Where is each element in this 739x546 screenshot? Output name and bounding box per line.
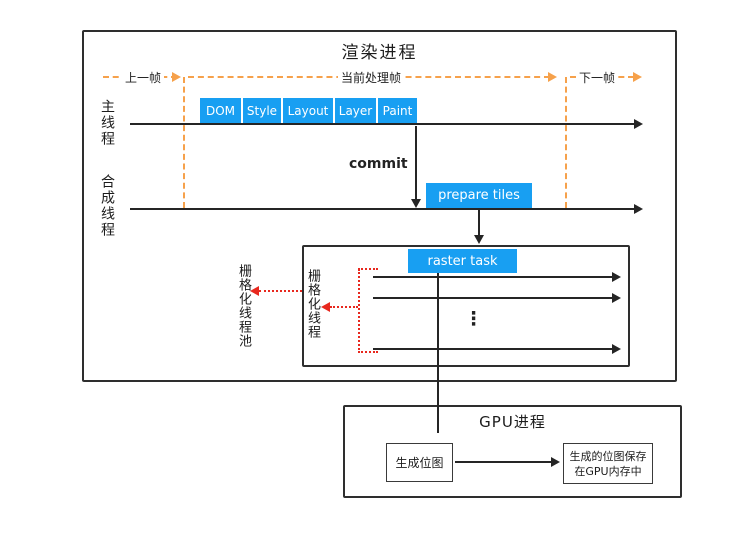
raster-thread-line-2 — [373, 297, 613, 299]
next-frame-arrowhead-icon — [633, 72, 642, 82]
prev-frame-arrowhead-icon — [172, 72, 181, 82]
raster-task-box: raster task — [408, 249, 517, 273]
raster-thread-line-2-arrowhead-icon — [612, 293, 621, 303]
main-thread-timeline — [130, 123, 635, 125]
generate-bitmap-label: 生成位图 — [395, 456, 444, 470]
current-frame-right-boundary — [565, 77, 567, 208]
raster-bracket-to-thread-arrowhead-icon — [321, 302, 330, 312]
raster-bracket-bottom-nub — [358, 351, 378, 353]
current-frame-label: 当前处理帧 — [338, 69, 405, 86]
bitmap-saved-label-line1: 生成的位图保存 — [569, 449, 647, 463]
prepare-tiles-box: prepare tiles — [426, 183, 532, 208]
thread-to-pool-arrowhead-icon — [250, 286, 259, 296]
commit-arrow-line — [415, 126, 417, 200]
pipeline-stage-style: Style — [243, 98, 281, 124]
compositor-thread-timeline — [130, 208, 635, 210]
raster-thread-line-3 — [373, 348, 613, 350]
bitmap-saved-label-line2: 在GPU内存中 — [574, 464, 642, 478]
commit-label: commit — [346, 156, 411, 172]
render-process-title: 渲染进程 — [341, 43, 418, 63]
pipeline-stage-layout: Layout — [283, 98, 333, 124]
current-frame-left-boundary — [183, 77, 185, 208]
raster-pool-label: 栅格化线程池 — [236, 264, 251, 348]
generate-bitmap-box: 生成位图 — [386, 443, 453, 482]
raster-to-gpu-arrow-line — [437, 273, 439, 433]
bitmap-to-memory-arrowhead-icon — [551, 457, 560, 467]
prepare-tiles-to-raster-arrowhead-icon — [474, 235, 484, 244]
bitmap-saved-box: 生成的位图保存 在GPU内存中 — [563, 443, 653, 484]
pipeline-stage-layer: Layer — [335, 98, 376, 124]
current-frame-arrowhead-icon — [548, 72, 557, 82]
main-thread-arrowhead-icon — [634, 119, 643, 129]
raster-thread-line-3-arrowhead-icon — [612, 344, 621, 354]
raster-thread-line-1 — [373, 276, 613, 278]
raster-thread-label: 栅格化线程 — [305, 269, 320, 339]
raster-threads-ellipsis: ⋮ — [464, 308, 483, 330]
pipeline-stage-dom: DOM — [200, 98, 241, 124]
gpu-process-title: GPU进程 — [479, 413, 546, 431]
compositor-thread-label: 合成线程 — [99, 174, 115, 238]
raster-thread-line-1-arrowhead-icon — [612, 272, 621, 282]
raster-bracket-to-thread-arrow-line — [330, 306, 358, 308]
compositor-thread-arrowhead-icon — [634, 204, 643, 214]
commit-arrowhead-icon — [411, 199, 421, 208]
prev-frame-label: 上一帧 — [122, 69, 165, 86]
raster-bracket-vertical — [358, 269, 360, 353]
main-thread-label: 主线程 — [99, 99, 115, 147]
next-frame-label: 下一帧 — [576, 69, 619, 86]
raster-bracket-top-nub — [358, 268, 378, 270]
pipeline-stage-paint: Paint — [378, 98, 417, 124]
bitmap-to-memory-arrow-line — [455, 461, 552, 463]
prepare-tiles-to-raster-arrow-line — [478, 210, 480, 236]
thread-to-pool-arrow-line — [259, 290, 302, 292]
